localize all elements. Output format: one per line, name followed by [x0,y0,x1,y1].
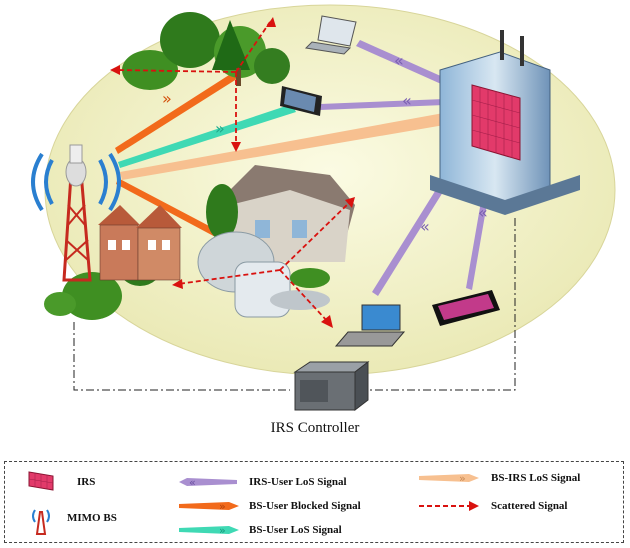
bs-irs-los-legend-icon: » [419,472,479,484]
scattered-legend-icon [419,501,479,511]
svg-text:«: « [420,217,430,236]
controller-links [73,218,516,391]
svg-text:»: » [215,119,225,138]
irs-legend-icon [28,471,54,491]
legend-irs-label: IRS [77,476,96,488]
houses [98,205,182,281]
scattered-arrowheads [110,17,355,328]
legend: IRS MIMO BS « IRS-User LoS Signal » BS-U… [4,461,624,543]
irs-building [430,30,580,215]
legend-mimo-bs-label: MIMO BS [67,512,117,524]
svg-text:»: » [219,524,226,536]
irs-user-los-legend-icon: « [179,476,237,488]
svg-text:»: » [162,89,172,108]
legend-irs-user-los-label: IRS-User LoS Signal [249,476,347,488]
scattered-signal [115,21,351,323]
svg-text:«: « [402,91,412,110]
mimo-bs-legend-icon [32,509,50,535]
legend-bs-user-blocked-label: BS-User Blocked Signal [249,500,361,512]
bs-irs-los-signal [120,110,462,180]
mimo-bs-tower [31,144,121,282]
irs-controller-label: IRS Controller [270,420,360,436]
irs-controller-box [293,360,370,412]
bs-user-los-signal: » [118,104,296,168]
bs-user-los-legend-icon: » [179,524,239,536]
irs-panel [471,84,521,161]
tree-cluster-top [122,12,290,90]
tablet-device [432,290,500,326]
laptop-top [304,15,357,55]
legend-bs-user-los-label: BS-User LoS Signal [249,524,342,536]
center-building [197,165,355,318]
svg-text:«: « [394,51,404,70]
legend-bs-irs-los-label: BS-IRS LoS Signal [491,472,581,484]
phone-device [280,86,322,116]
laptop-bottom [334,304,406,347]
bs-user-blocked-legend-icon: » [179,500,239,512]
system-diagram: » » « « « « [31,4,616,412]
svg-text:»: » [459,472,466,484]
svg-text:«: « [478,203,488,222]
legend-scattered-label: Scattered Signal [491,500,568,512]
svg-text:»: » [219,500,226,512]
svg-text:«: « [189,476,196,488]
